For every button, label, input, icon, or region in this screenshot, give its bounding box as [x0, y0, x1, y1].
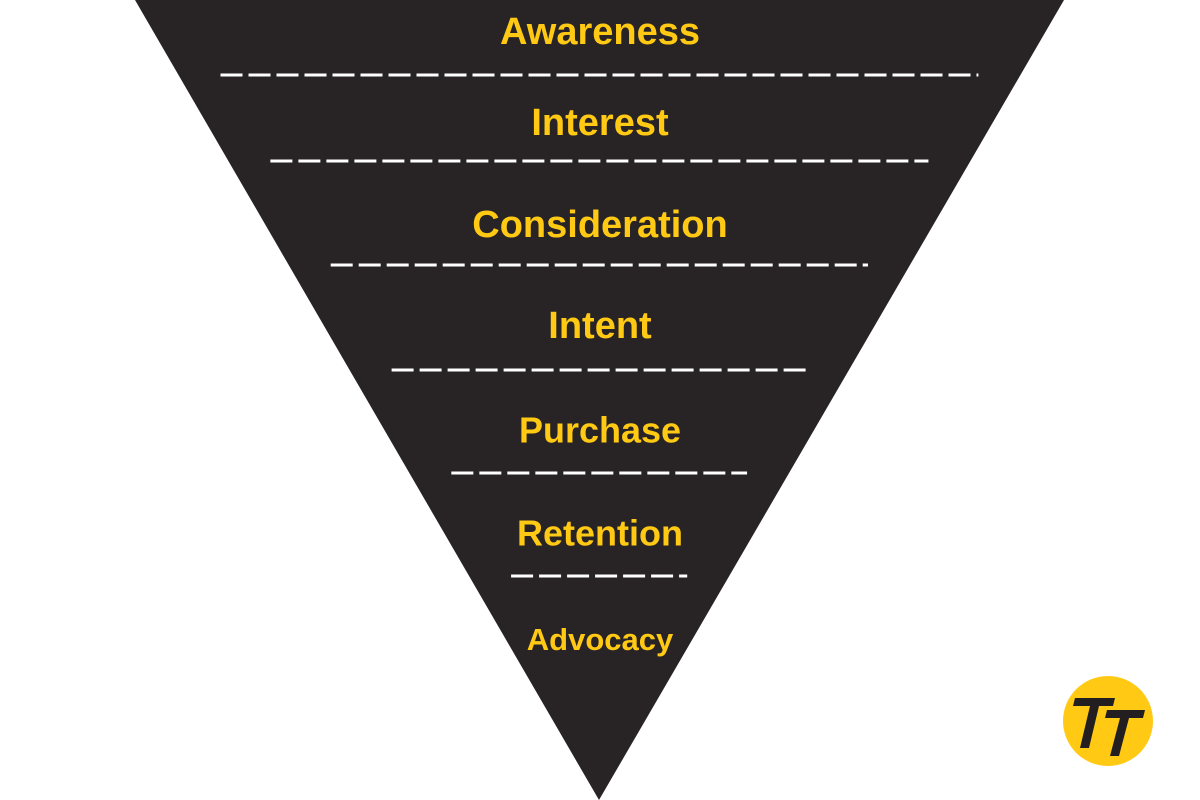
stage-labels: Awareness Interest Consideration Intent … — [472, 11, 727, 657]
stage-label-awareness: Awareness — [500, 11, 700, 53]
logo-circle — [1063, 676, 1153, 766]
stage-label-interest: Interest — [531, 102, 669, 144]
funnel-shape — [135, 0, 1064, 800]
stage-label-advocacy: Advocacy — [527, 622, 674, 657]
logo-mark — [1073, 698, 1145, 756]
stage-label-purchase: Purchase — [519, 410, 681, 451]
stage-label-consideration: Consideration — [472, 204, 727, 246]
stage-label-intent: Intent — [548, 305, 652, 347]
stage-dividers — [220, 73, 979, 578]
stage-label-retention: Retention — [517, 513, 683, 554]
brand-logo-icon — [1063, 676, 1153, 766]
